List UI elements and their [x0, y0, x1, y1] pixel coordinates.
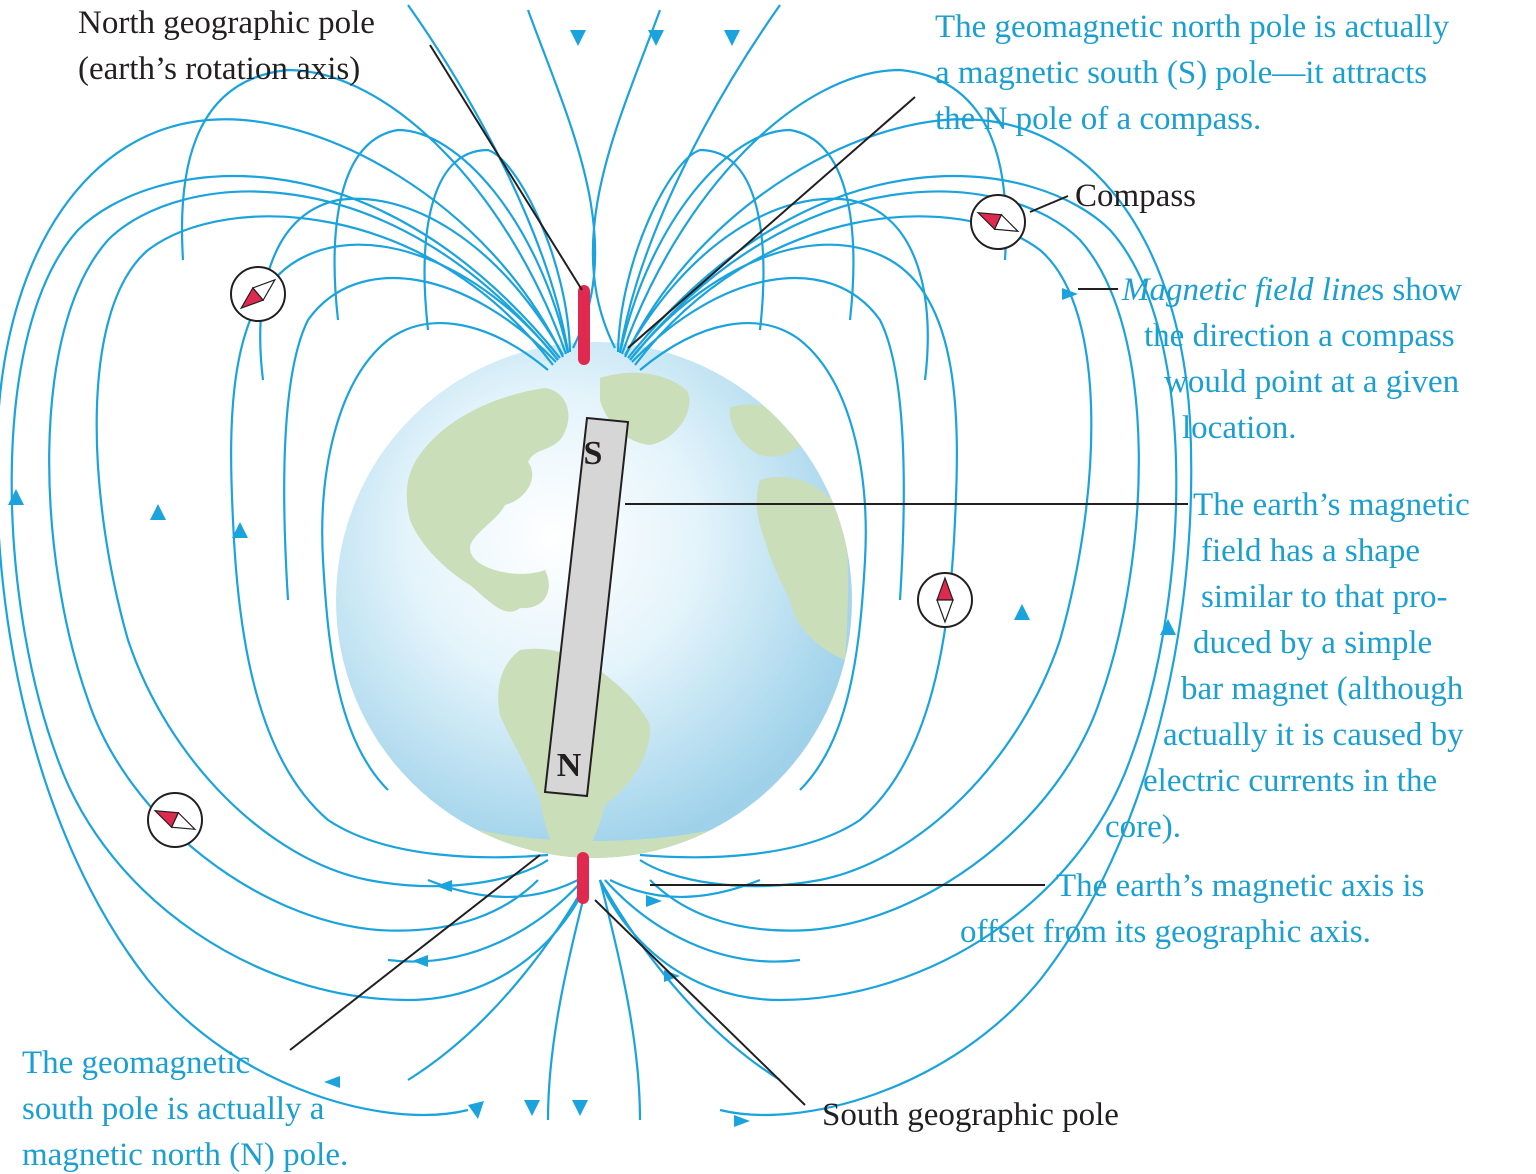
field-arrow: [1014, 604, 1030, 620]
compass-lower-left-icon: [147, 792, 203, 848]
field-arrow: [524, 1100, 540, 1116]
leader-north-geographic-pole: [429, 44, 583, 291]
field-arrow: [8, 489, 24, 505]
south-geographic-pole-marker: [577, 852, 589, 904]
field-line: [609, 878, 761, 899]
caption-line: The earth’s magnetic: [1193, 487, 1470, 523]
north-geographic-pole-label: North geographic pole (earth’s rotation …: [78, 0, 375, 92]
caption-fragment: s show: [1371, 272, 1463, 308]
field-line: [599, 879, 781, 1081]
caption-line: South geographic pole: [822, 1097, 1119, 1133]
compass-needle: [976, 211, 1020, 233]
caption-line: location.: [1182, 410, 1297, 446]
leader-geomagnetic-north: [627, 96, 916, 349]
magnet-south-label: S: [584, 435, 603, 472]
caption-line: duced by a simple: [1193, 625, 1433, 661]
bar-magnet: S N: [543, 416, 630, 798]
field-arrow: [150, 504, 166, 520]
leader-south-geographic-pole: [594, 899, 806, 1106]
needle-south: [993, 213, 1020, 233]
caption-line: the direction a compass: [1144, 318, 1455, 354]
field-line: [624, 197, 929, 381]
compass-upper-right-icon: [970, 194, 1026, 250]
field-arrow: [570, 30, 586, 46]
needle-south: [251, 278, 277, 302]
field-lines-term: Magnetic field line: [1122, 272, 1372, 308]
compass-label: Compass: [1075, 173, 1196, 219]
field-line: [604, 879, 801, 963]
caption-line: magnetic north (N) pole.: [22, 1137, 349, 1173]
caption-line: offset from its geographic axis.: [960, 914, 1371, 950]
field-arrow: [412, 955, 428, 967]
field-arrow: [724, 30, 740, 46]
field-arrow: [1160, 619, 1176, 635]
caption-line: The geomagnetic north pole is actually: [935, 9, 1450, 45]
caption-line: similar to that pro-: [1201, 579, 1448, 615]
south-geographic-pole-label: South geographic pole: [822, 1092, 1119, 1138]
field-line: [624, 118, 1193, 1117]
leader-compass: [1029, 195, 1069, 213]
field-line: [631, 277, 905, 601]
compass-right-icon: [917, 572, 973, 628]
field-line: [618, 4, 781, 353]
caption-line: North geographic pole: [78, 5, 375, 41]
magnet-north-label: N: [557, 747, 582, 784]
field-line: [629, 243, 958, 859]
field-line: [598, 174, 1178, 1002]
geomagnetic-north-caption: The geomagnetic north pole is actually a…: [935, 4, 1449, 142]
bar-magnet-caption: The earth’s magnetic field has a shape s…: [1105, 482, 1470, 850]
compass-needle: [153, 809, 197, 831]
field-arrow: [646, 895, 662, 907]
field-lines-right: [591, 4, 1193, 1121]
caption-line: bar magnet (although: [1181, 671, 1464, 707]
caption-line: Magnetic field lines show: [1122, 267, 1462, 313]
field-arrow: [648, 30, 664, 46]
caption-line: the N pole of a compass.: [935, 101, 1262, 137]
caption-line: The earth’s magnetic axis is: [1056, 868, 1425, 904]
field-line: [629, 190, 1140, 932]
field-line: [639, 322, 867, 791]
axis-offset-caption: The earth’s magnetic axis is offset from…: [960, 863, 1424, 955]
compass-needle: [936, 576, 954, 624]
caption-line: would point at a given: [1164, 364, 1460, 400]
caption-line: Compass: [1075, 178, 1197, 214]
north-geographic-pole-marker: [578, 285, 590, 365]
field-arrow: [734, 1115, 750, 1127]
caption-line: a magnetic south (S) pole—it attracts: [935, 55, 1428, 91]
needle-south: [936, 599, 954, 624]
continent-africa: [756, 476, 849, 660]
geomagnetic-south-caption: The geomagnetic south pole is actually a…: [22, 1040, 348, 1174]
caption-line: electric currents in the: [1143, 763, 1438, 799]
field-line: [591, 9, 662, 349]
compasses: [147, 194, 1026, 848]
continents: [406, 372, 849, 858]
continent-antarctica: [440, 828, 760, 858]
caption-line: (earth’s rotation axis): [78, 51, 361, 87]
leader-lines: [289, 44, 1188, 1106]
needle-south: [170, 811, 197, 831]
caption-line: south pole is actually a: [22, 1091, 325, 1127]
field-arrow: [572, 1100, 588, 1116]
field-line: [620, 68, 1008, 355]
field-arrow: [324, 1076, 340, 1088]
field-arrow: [468, 1101, 484, 1119]
continent-north-america: [406, 388, 569, 612]
field-lines-caption: Magnetic field lines show the direction …: [1122, 267, 1462, 451]
caption-line: field has a shape: [1201, 533, 1420, 569]
field-line: [598, 879, 642, 1121]
field-arrow: [1062, 288, 1078, 300]
leader-geomagnetic-south: [289, 854, 541, 1051]
field-line: [616, 148, 765, 353]
caption-line: The geomagnetic: [22, 1045, 251, 1081]
caption-line: core).: [1105, 809, 1182, 845]
field-line: [618, 128, 855, 354]
field-arrow: [436, 880, 452, 892]
caption-line: actually it is caused by: [1163, 717, 1464, 753]
field-line: [634, 215, 1093, 888]
compass-upper-left-icon: [230, 266, 286, 322]
compass-needle: [239, 278, 277, 310]
field-arrow: [232, 522, 248, 538]
